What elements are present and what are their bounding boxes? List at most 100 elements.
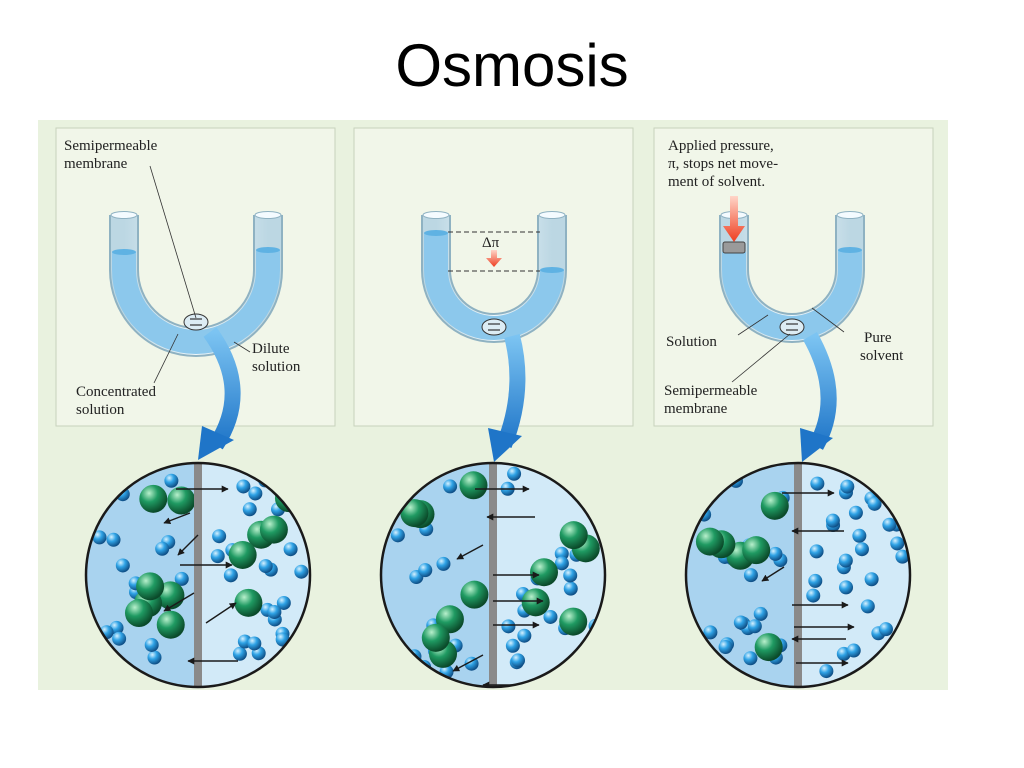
u-tube-icon xyxy=(421,211,567,343)
solvent-particle xyxy=(294,564,309,579)
solvent-particle xyxy=(809,544,824,559)
arrow-icon xyxy=(452,654,484,672)
solvent-particle xyxy=(753,606,768,621)
solvent-particle xyxy=(839,580,854,595)
solvent-particle xyxy=(825,513,840,528)
panel-3-membrane-label-line-1: Semipermeable xyxy=(664,383,758,399)
solvent-particle xyxy=(554,556,569,571)
solvent-particle xyxy=(276,595,291,610)
solvent-particle xyxy=(232,646,247,661)
membrane xyxy=(194,463,202,687)
magnifier-rim xyxy=(684,461,912,689)
solute-particle xyxy=(167,486,196,515)
solute-particle xyxy=(136,572,165,601)
solvent-particle xyxy=(743,651,758,666)
pressure-label-line-2: π, stops net move- xyxy=(668,156,778,172)
solvent-particle xyxy=(501,619,516,634)
arrow-icon xyxy=(163,592,195,612)
pure-solvent-label-line-1: Pure xyxy=(864,330,892,346)
panel-1-membrane-label-line-2: membrane xyxy=(64,156,128,172)
solvent-particle xyxy=(155,541,170,556)
solvent-particle xyxy=(144,637,159,652)
solvent-particle xyxy=(517,628,532,643)
solvent-particle xyxy=(247,636,262,651)
panel-1-leader-lines xyxy=(149,165,251,384)
solvent-particle xyxy=(554,546,569,561)
delta-pi-label: Δπ xyxy=(482,235,500,251)
panel-2: Δπ xyxy=(353,127,634,427)
solvent-particle xyxy=(890,536,905,551)
solution-label: Solution xyxy=(666,334,717,350)
solvent-particle xyxy=(147,650,162,665)
solvent-particle xyxy=(436,556,451,571)
solvent-particle xyxy=(747,619,762,634)
arrow-icon xyxy=(205,602,237,624)
solvent-particle xyxy=(242,502,257,517)
magnifier-rim xyxy=(379,461,607,689)
pressure-arrow-icon xyxy=(486,250,502,267)
arrow-icon xyxy=(163,512,191,525)
solvent-particle xyxy=(860,599,875,614)
solute-particle xyxy=(400,499,429,528)
solvent-particle xyxy=(819,664,834,679)
solvent-particle xyxy=(810,476,825,491)
panel-1-membrane-label-line-1: Semipermeable xyxy=(64,138,158,154)
solute-particle xyxy=(259,515,288,544)
magnify-arrow-icon xyxy=(198,327,241,460)
solvent-particle xyxy=(743,568,758,583)
solute-particle xyxy=(459,471,488,500)
level-difference-dashes xyxy=(448,231,540,272)
solvent-particle xyxy=(505,638,520,653)
solvent-particle xyxy=(267,605,282,620)
solvent-particle xyxy=(210,549,225,564)
solute-particle xyxy=(139,484,168,513)
solute-particle xyxy=(760,491,789,520)
solvent-particle xyxy=(840,479,855,494)
solute-particle xyxy=(754,633,783,662)
solvent-particle xyxy=(848,505,863,520)
solute-particle xyxy=(124,599,153,628)
pressure-label-line-3: ment of solvent. xyxy=(668,174,765,190)
magnified-view-3 xyxy=(684,461,912,689)
solvent-particle xyxy=(223,568,238,583)
solvent-particle xyxy=(733,615,748,630)
pressure-arrow-icon xyxy=(723,196,745,242)
solvent-particle xyxy=(563,581,578,596)
solvent-particle xyxy=(808,573,823,588)
solute-particle xyxy=(156,610,185,639)
solvent-particle xyxy=(248,486,263,501)
solvent-particle xyxy=(174,571,189,586)
solute-particle xyxy=(460,580,489,609)
solute-particle xyxy=(742,536,771,565)
solvent-particle xyxy=(283,542,298,557)
pure-solvent-label-line-2: solvent xyxy=(860,348,904,364)
solvent-particle xyxy=(507,466,522,481)
solute-particle xyxy=(530,558,559,587)
solvent-particle xyxy=(563,568,578,583)
solvent-particle xyxy=(846,643,861,658)
solute-particle xyxy=(695,527,724,556)
solute-particle xyxy=(559,521,588,550)
concentrated-label-line-1: Concentrated xyxy=(76,384,156,400)
solvent-particle xyxy=(164,473,179,488)
u-tube-icon xyxy=(109,211,283,357)
solvent-particle xyxy=(464,656,479,671)
arrow-icon xyxy=(456,544,484,560)
concentrated-label-line-2: solution xyxy=(76,402,125,418)
solvent-particle xyxy=(106,532,121,547)
solvent-particle xyxy=(443,479,458,494)
solvent-particle xyxy=(867,496,882,511)
solvent-particle xyxy=(258,559,273,574)
magnify-arrow-icon xyxy=(800,332,837,462)
solvent-particle xyxy=(854,542,869,557)
solvent-particle xyxy=(864,572,879,587)
solute-particle xyxy=(234,588,263,617)
panel-3-leader-lines xyxy=(731,307,845,383)
solvent-particle xyxy=(768,546,783,561)
solvent-particle xyxy=(112,631,127,646)
panel-1: Semipermeable membrane Dilute solution C… xyxy=(55,127,336,427)
slide-title: Osmosis xyxy=(395,32,629,99)
magnified-view-2 xyxy=(379,461,607,689)
solvent-particle xyxy=(878,622,893,637)
solvent-particle xyxy=(852,528,867,543)
